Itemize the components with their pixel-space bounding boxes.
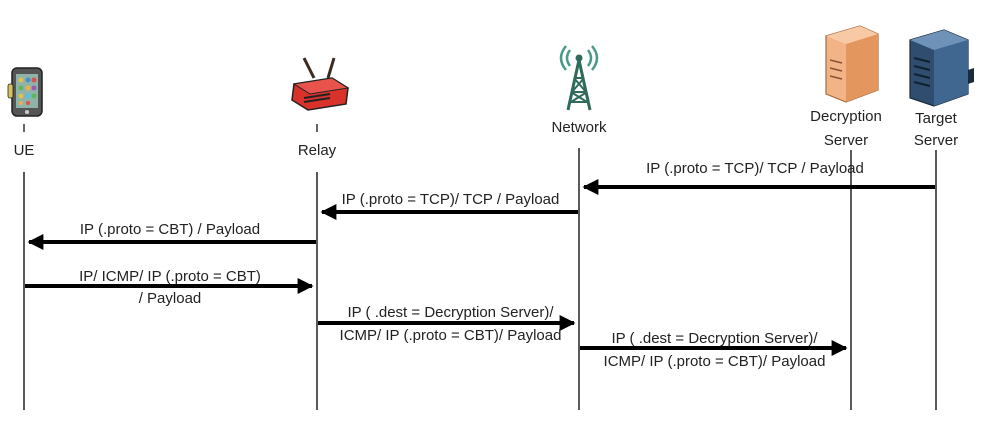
decryption-server-label-line2: Server: [823, 132, 869, 149]
target-server-label-line2: Server: [913, 132, 959, 149]
server-icon: [825, 25, 879, 103]
relay-label: Relay: [297, 142, 337, 159]
target-server-label-line1: Target: [915, 110, 957, 127]
network-label: Network: [551, 119, 607, 136]
antenna-tower-icon: [559, 45, 599, 111]
smartphone-icon: [7, 67, 43, 117]
server-icon: [909, 29, 974, 107]
message-label: ICMP/ IP (.proto = CBT)/ Payload: [603, 353, 826, 370]
message-label: IP ( .dest = Decryption Server)/: [347, 304, 554, 321]
decryption-server-label-line1: Decryption: [810, 108, 882, 125]
message-label: IP/ ICMP/ IP (.proto = CBT): [79, 268, 261, 285]
message-label: ICMP/ IP (.proto = CBT)/ Payload: [339, 327, 562, 344]
router-icon: [291, 57, 350, 111]
message-label: IP (.proto = CBT) / Payload: [79, 221, 261, 238]
ue-label: UE: [13, 142, 35, 159]
message-label: / Payload: [138, 290, 202, 307]
message-label: IP (.proto = TCP)/ TCP / Payload: [341, 191, 560, 208]
message-label: IP (.proto = TCP)/ TCP / Payload: [646, 160, 864, 177]
message-label: IP ( .dest = Decryption Server)/: [611, 330, 818, 347]
